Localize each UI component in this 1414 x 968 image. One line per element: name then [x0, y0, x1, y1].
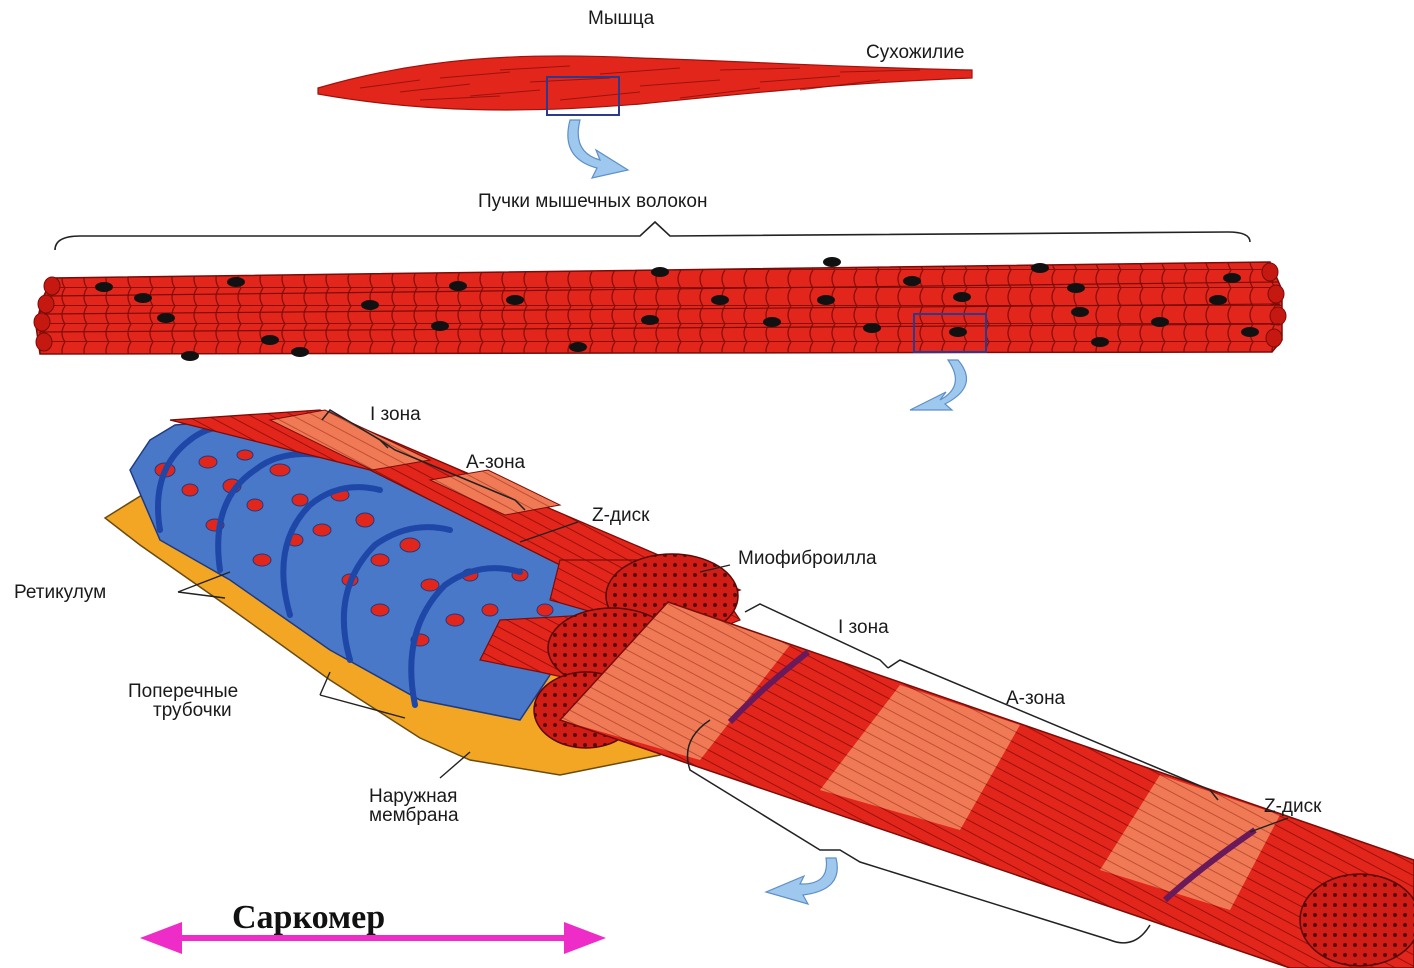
- transverse-tubules-label-2: трубочки: [153, 700, 232, 721]
- z-disc-label-1: Z-диск: [592, 505, 650, 526]
- a-zone-label-2: А-зона: [1006, 688, 1066, 709]
- reticulum-label: Ретикулум: [14, 582, 106, 603]
- zoom-arrow-2: [910, 360, 966, 410]
- fiber-bundle: [34, 257, 1286, 361]
- fiber-bundles-label: Пучки мышечных волокон: [478, 191, 707, 212]
- tendon-label: Сухожилие: [866, 42, 964, 63]
- i-zone-label-2: I зона: [838, 617, 889, 638]
- zoom-arrow-1: [568, 120, 628, 178]
- fiber-detail: [105, 410, 1414, 968]
- sarcomere-label: Саркомер: [232, 899, 385, 936]
- myofibril-label: Миофиброилла: [738, 548, 877, 569]
- bundle-bracket: [55, 222, 1250, 250]
- whole-muscle: [318, 56, 972, 115]
- outer-membrane-label-1: Наружная: [369, 786, 457, 807]
- z-disc-label-2: Z-диск: [1264, 796, 1322, 817]
- zoom-arrow-3: [766, 858, 837, 904]
- transverse-tubules-label-1: Поперечные: [128, 681, 238, 702]
- muscle-label: Мышца: [588, 8, 655, 29]
- a-zone-label-1: А-зона: [466, 452, 526, 473]
- outer-membrane-label-2: мембрана: [369, 805, 459, 826]
- i-zone-label-1: I зона: [370, 404, 421, 425]
